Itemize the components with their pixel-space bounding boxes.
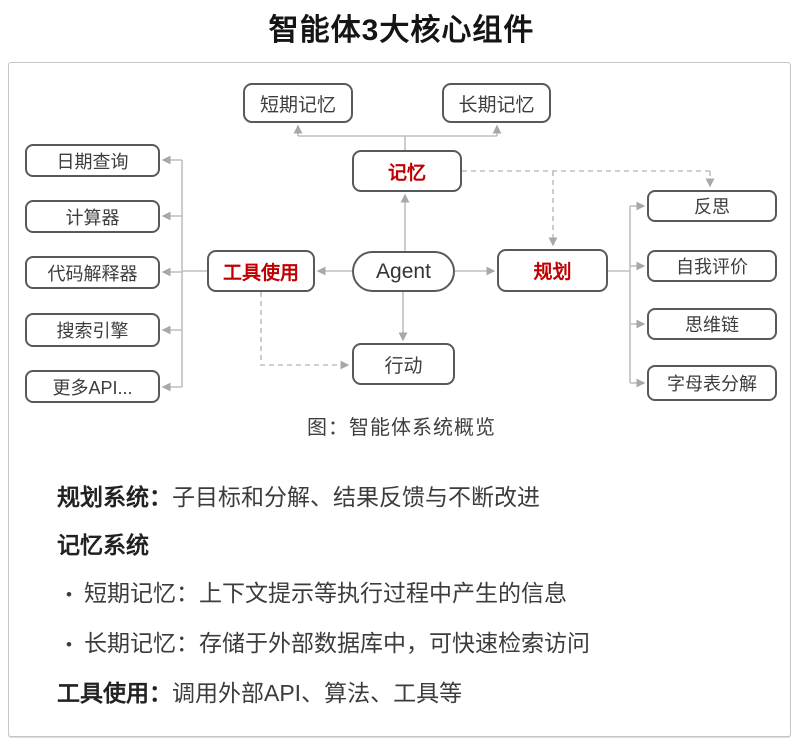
node-calculator: 计算器 xyxy=(25,200,160,233)
node-date-query: 日期查询 xyxy=(25,144,160,177)
desc-line-short-term: • 短期记忆：上下文提示等执行过程中产生的信息 xyxy=(57,580,757,608)
node-memory: 记忆 xyxy=(352,150,462,192)
node-search-engine: 搜索引擎 xyxy=(25,313,160,347)
desc-line-tool-use: 工具使用：调用外部API、算法、工具等 xyxy=(57,680,757,706)
node-planning: 规划 xyxy=(497,249,608,292)
description-block: 规划系统：子目标和分解、结果反馈与不断改进 记忆系统 • 短期记忆：上下文提示等执… xyxy=(57,484,757,728)
node-long-term-memory: 长期记忆 xyxy=(442,83,551,123)
desc-line-long-term: • 长期记忆：存储于外部数据库中，可快速检索访问 xyxy=(57,630,757,658)
desc-line-long-term-text: 长期记忆：存储于外部数据库中，可快速检索访问 xyxy=(83,630,590,656)
bullet-icon: • xyxy=(66,585,72,604)
node-self-evaluation: 自我评价 xyxy=(647,250,777,282)
node-short-term-memory: 短期记忆 xyxy=(243,83,353,123)
node-tool-use: 工具使用 xyxy=(207,250,315,292)
node-action: 行动 xyxy=(352,343,455,385)
desc-line-planning-text: 子目标和分解、结果反馈与不断改进 xyxy=(172,484,540,510)
bullet-icon: • xyxy=(66,635,72,654)
desc-line-tool-use-term: 工具使用： xyxy=(57,680,172,706)
desc-line-memory-term: 记忆系统 xyxy=(57,532,149,558)
desc-line-planning-term: 规划系统： xyxy=(57,484,172,510)
desc-line-planning: 规划系统：子目标和分解、结果反馈与不断改进 xyxy=(57,484,757,510)
node-reflection: 反思 xyxy=(647,190,777,222)
desc-line-tool-use-text: 调用外部API、算法、工具等 xyxy=(172,680,463,706)
page-title: 智能体3大核心组件 xyxy=(268,14,535,47)
node-more-api: 更多API... xyxy=(25,370,160,403)
node-code-interpreter: 代码解释器 xyxy=(25,256,160,289)
node-alphabet-decomposition: 字母表分解 xyxy=(647,365,777,401)
node-chain-of-thought: 思维链 xyxy=(647,308,777,340)
diagram-caption: 图：智能体系统概览 xyxy=(307,417,496,439)
desc-line-short-term-text: 短期记忆：上下文提示等执行过程中产生的信息 xyxy=(83,580,567,606)
node-agent: Agent xyxy=(352,251,455,292)
desc-line-memory-heading: 记忆系统 xyxy=(57,532,757,558)
